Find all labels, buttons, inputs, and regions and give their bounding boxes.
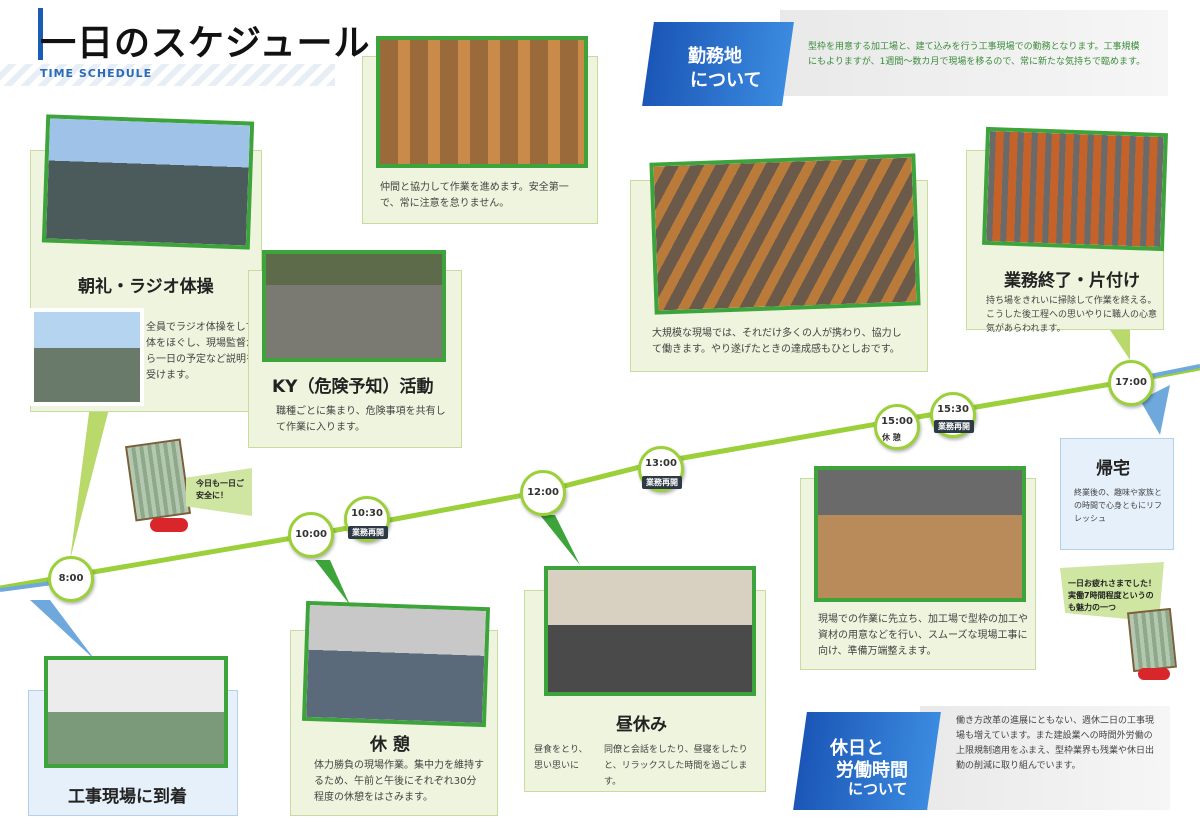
home-heading: 帰宅 <box>1096 459 1130 479</box>
pointer-arrival <box>30 600 95 660</box>
arrival-photo <box>44 656 228 768</box>
mascot-2-speech-text: 一日お疲れさまでした！実働7時間程度というのも魅力の一つ <box>1068 579 1156 612</box>
mascot-2 <box>1126 607 1178 673</box>
workplace-title-1: 勤務地 <box>688 46 742 67</box>
page-title: 一日のスケジュール <box>40 23 371 64</box>
time-8-00: 8:00 <box>48 556 94 602</box>
factory-photo <box>814 466 1026 602</box>
mascot-1-speech-text: 今日も一日ご安全に！ <box>196 479 244 500</box>
workplace-title-2: について <box>690 70 762 91</box>
lunch-text-right: 同僚と会話をしたり、昼寝をしたりと、リラックスした時間を過ごします。 <box>604 745 748 787</box>
holiday-title-3: について <box>848 780 908 798</box>
subtitle-band <box>0 64 335 86</box>
ky-photo <box>262 250 446 362</box>
bigsite-text: 大規模な現場では、それだけ多くの人が携わり、協力して働きます。やり遂げたときの達… <box>652 328 902 355</box>
holiday-info-box <box>920 706 1170 810</box>
break-heading: 休 憩 <box>370 735 410 755</box>
chorei-photo <box>41 114 255 250</box>
lunch-photo <box>544 566 756 696</box>
time-12-00: 12:00 <box>520 470 566 516</box>
time-10-00: 10:00 <box>288 512 334 558</box>
arrival-heading: 工事現場に到着 <box>68 787 187 807</box>
teamwork-photo <box>376 36 588 168</box>
mascot-2-feet <box>1138 668 1170 680</box>
mascot-1 <box>124 438 192 522</box>
lunch-text-left: 昼食をとり、思い思いに <box>534 745 588 771</box>
break-text: 体力勝負の現場作業。集中力を維持するため、午前と午後にそれぞれ30分程度の休憩を… <box>314 760 484 803</box>
ky-text: 職種ごとに集まり、危険事項を共有して作業に入ります。 <box>276 406 446 433</box>
ky-heading: KY（危険予知）活動 <box>272 377 434 397</box>
pointer-finish <box>1110 330 1130 360</box>
tag-13-00: 業務再開 <box>642 476 682 489</box>
finish-photo <box>981 126 1169 252</box>
pointer-chorei <box>70 405 110 560</box>
tag-10-30: 業務再開 <box>348 526 388 539</box>
page-subtitle: TIME SCHEDULE <box>40 67 153 80</box>
break-photo <box>301 600 491 728</box>
teamwork-text: 仲間と協力して作業を進めます。安全第一で、常に注意を怠りません。 <box>380 182 569 209</box>
radio-exercise-photo <box>30 308 144 406</box>
finish-text: 持ち場をきれいに掃除して作業を終える。こうした後工程への思いやりに職人の心意気が… <box>986 296 1158 334</box>
mascot-1-feet <box>150 518 188 532</box>
pointer-break <box>315 560 350 605</box>
chorei-heading: 朝礼・ラジオ体操 <box>78 277 214 297</box>
title-accent-bar <box>38 8 43 60</box>
tag-15-00: 休 憩 <box>882 433 901 442</box>
bigsite-photo <box>649 153 921 315</box>
workplace-text: 型枠を用意する加工場と、建て込みを行う工事現場での勤務となります。工事規模にもよ… <box>808 42 1146 67</box>
holiday-title-2: 労働時間 <box>836 760 908 781</box>
home-text: 終業後の、趣味や家族との時間で心身ともにリフレッシュ <box>1074 488 1162 523</box>
time-17-00: 17:00 <box>1108 360 1154 406</box>
finish-heading: 業務終了・片付け <box>1004 271 1140 291</box>
holiday-title-1: 休日と <box>830 738 884 759</box>
chorei-text: 全員でラジオ体操をして体をほぐし、現場監督から一日の予定など説明を受けます。 <box>146 322 256 381</box>
workplace-info-box <box>780 10 1168 96</box>
home-card <box>1060 438 1174 550</box>
factory-text: 現場での作業に先立ち、加工場で型枠の加工や資材の用意などを行い、スムーズな現場工… <box>818 614 1028 657</box>
holiday-text: 働き方改革の進展にともない、週休二日の工事現場も増えています。また建設業への時間… <box>956 716 1155 771</box>
lunch-heading: 昼休み <box>616 715 667 735</box>
time-15-00: 15:00 <box>874 404 920 450</box>
pointer-lunch <box>540 515 580 565</box>
tag-15-30: 業務再開 <box>934 420 974 433</box>
